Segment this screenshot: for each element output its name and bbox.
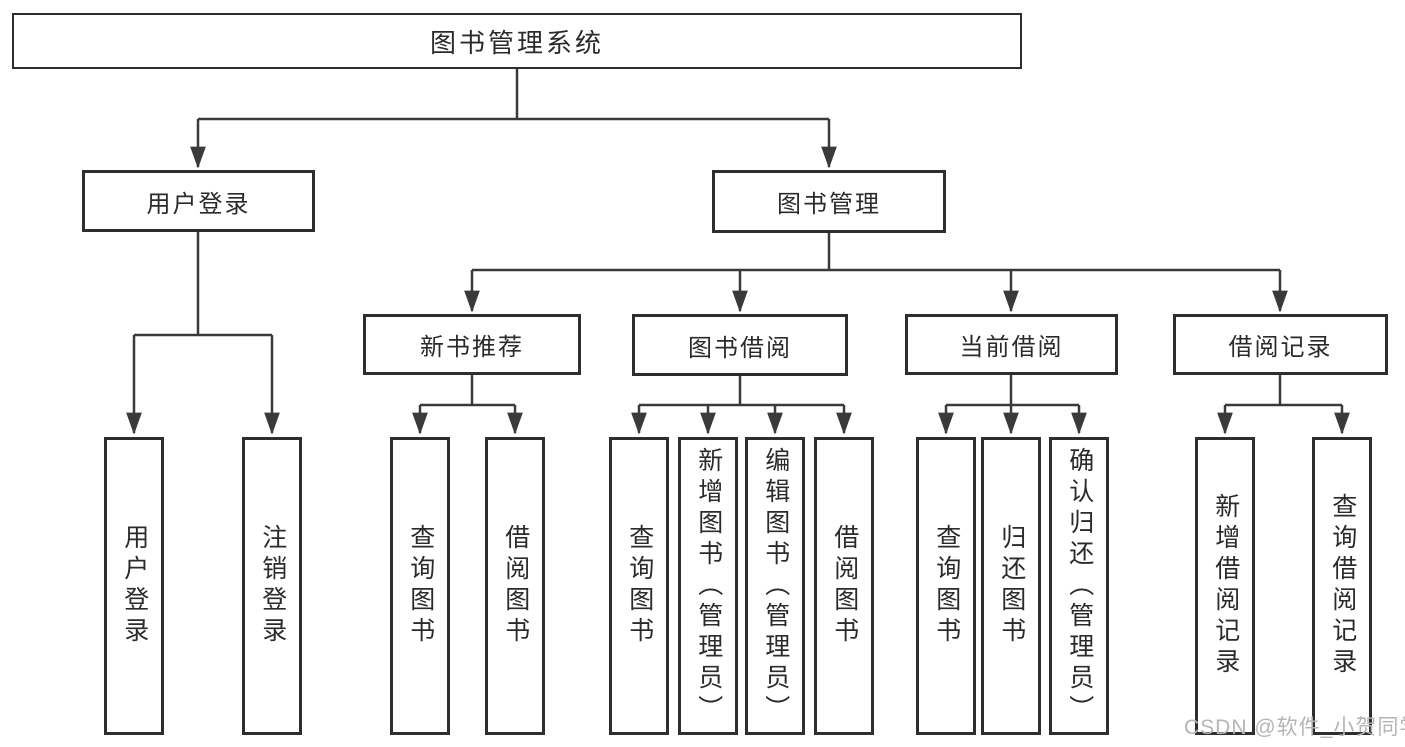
branch-user-login (126, 232, 280, 435)
branch-book-borrowing (631, 376, 852, 435)
node-borrowing-records: 借阅记录 (1173, 314, 1388, 375)
leaf-add-books-admin: 新增图书（管理员） (678, 437, 738, 735)
leaf-borrow-books: 借阅图书 (814, 437, 874, 735)
leaf-edit-books-admin: 编辑图书（管理员） (745, 437, 805, 735)
csdn-watermark: CSDN @软件_小贺同学 (1184, 716, 1405, 739)
branch-borrowing-records (1217, 374, 1350, 435)
node-user-login: 用户登录 (82, 170, 315, 232)
node-current-borrowing: 当前借阅 (905, 314, 1118, 375)
leaf-borrow-books-recommend: 借阅图书 (485, 437, 545, 735)
leaf-user-login: 用户登录 (104, 437, 164, 735)
branch-new-book-recommend (412, 375, 523, 435)
branch-current-borrowing (938, 374, 1087, 435)
leaf-return-books: 归还图书 (981, 437, 1041, 735)
leaf-add-borrow-record: 新增借阅记录 (1195, 437, 1255, 735)
leaf-query-borrow-record: 查询借阅记录 (1312, 437, 1372, 735)
node-book-borrowing: 图书借阅 (632, 314, 848, 376)
leaf-confirm-return-admin: 确认归还（管理员） (1049, 437, 1109, 735)
leaf-logout: 注销登录 (242, 437, 302, 735)
node-book-management: 图书管理 (712, 170, 946, 233)
branch-book-management (464, 232, 1288, 313)
leaf-query-books-current: 查询图书 (916, 437, 976, 735)
node-root: 图书管理系统 (12, 13, 1022, 69)
branch-root (190, 69, 837, 169)
leaf-query-books-recommend: 查询图书 (390, 437, 450, 735)
node-new-book-recommend: 新书推荐 (363, 314, 581, 375)
leaf-query-books-borrowing: 查询图书 (609, 437, 669, 735)
